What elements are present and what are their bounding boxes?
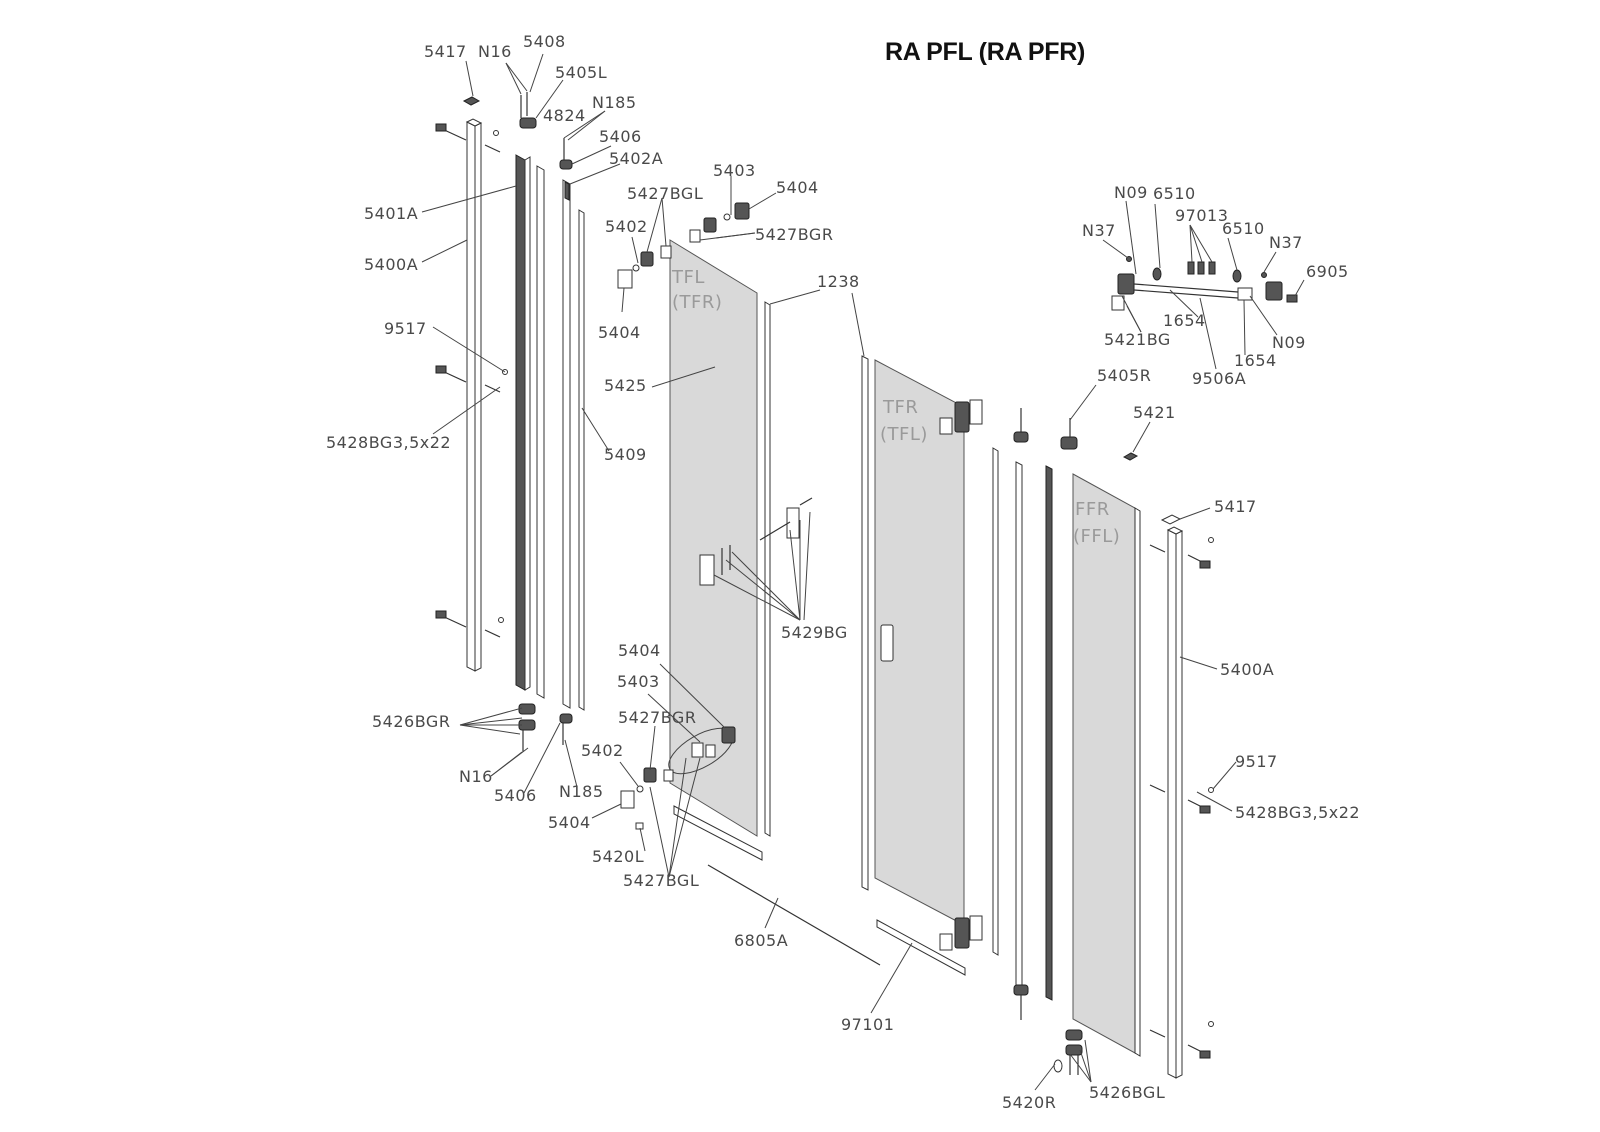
bottom-seal-left bbox=[673, 805, 763, 861]
seal-1238-left bbox=[764, 301, 771, 837]
stabilizer-bar-assembly bbox=[1111, 256, 1298, 311]
part-label: 5421 bbox=[1133, 403, 1176, 422]
hinge-5406-top bbox=[559, 138, 573, 170]
top-hinge-5405l bbox=[519, 92, 537, 129]
profile-right-2 bbox=[1015, 461, 1023, 991]
part-label: 5426BGL bbox=[1089, 1083, 1165, 1102]
part-label: 5402A bbox=[609, 149, 663, 168]
rod-6805a bbox=[707, 864, 881, 966]
part-label: 5404 bbox=[598, 323, 641, 342]
seal-4824 bbox=[536, 165, 545, 699]
part-label: N37 bbox=[1082, 221, 1116, 240]
pane-label-ffr-alt: (FFL) bbox=[1073, 526, 1120, 547]
part-label: 5406 bbox=[599, 127, 642, 146]
bottom-hinge-left bbox=[518, 703, 573, 752]
part-label: 5427BGR bbox=[618, 708, 696, 727]
part-label: 5421BG bbox=[1104, 330, 1171, 349]
diagram-title: RA PFL (RA PFR) bbox=[884, 38, 1086, 66]
part-label: 5420R bbox=[1002, 1093, 1056, 1112]
part-label: 5405L bbox=[555, 63, 607, 82]
part-label: 4824 bbox=[543, 106, 586, 125]
end-cap-5417-left bbox=[462, 96, 481, 106]
part-label: 5420L bbox=[592, 847, 644, 866]
top-clamps bbox=[617, 202, 750, 289]
door-seal-1238 bbox=[861, 355, 869, 891]
part-label: 1654 bbox=[1163, 311, 1206, 330]
part-label: 5408 bbox=[523, 32, 566, 51]
part-label: 9506A bbox=[1192, 369, 1246, 388]
part-label: N09 bbox=[1114, 183, 1148, 202]
part-label: 5425 bbox=[604, 376, 647, 395]
part-5421-small bbox=[1122, 452, 1139, 461]
profile-5402a bbox=[562, 179, 571, 709]
part-label: 5404 bbox=[618, 641, 661, 660]
end-cap-5417-right bbox=[1160, 514, 1182, 525]
profile-right-1 bbox=[992, 447, 999, 956]
part-label: N37 bbox=[1269, 233, 1303, 252]
part-label: N16 bbox=[478, 42, 512, 61]
part-label: 6905 bbox=[1306, 262, 1349, 281]
fixed-glass-panel-right bbox=[1072, 473, 1136, 1054]
part-label: 5428BG3,5x22 bbox=[326, 433, 451, 452]
bottom-clamp-group bbox=[620, 726, 736, 830]
door-handle bbox=[880, 624, 894, 662]
part-label: 5417 bbox=[1214, 497, 1257, 516]
part-label: 5404 bbox=[548, 813, 591, 832]
part-label: 6805A bbox=[734, 931, 788, 950]
profile-5401a bbox=[515, 154, 531, 691]
pane-label-tfl: TFL bbox=[671, 267, 705, 288]
part-label: 9517 bbox=[1235, 752, 1278, 771]
part-label: 9517 bbox=[384, 319, 427, 338]
part-label: 5409 bbox=[604, 445, 647, 464]
part-label: 97101 bbox=[841, 1015, 894, 1034]
pane-label-ffr: FFR bbox=[1075, 499, 1110, 520]
part-label: 1654 bbox=[1234, 351, 1277, 370]
left-wall-screws bbox=[435, 123, 508, 638]
part-label: 5402 bbox=[581, 741, 624, 760]
leader-lines bbox=[421, 53, 1305, 1091]
pane-label-tfr: TFR bbox=[882, 397, 918, 418]
part-label: 5406 bbox=[494, 786, 537, 805]
part-labels: 5417 N16 5408 5405L 4824 N185 5406 5402A… bbox=[326, 32, 1360, 1112]
right-hinges bbox=[1013, 408, 1078, 1020]
part-label: 5427BGL bbox=[627, 184, 703, 203]
part-label: 6510 bbox=[1222, 219, 1265, 238]
part-label: 6510 bbox=[1153, 184, 1196, 203]
profile-5409 bbox=[578, 209, 585, 711]
part-label: 5427BGL bbox=[623, 871, 699, 890]
part-label: 5404 bbox=[776, 178, 819, 197]
part-label: 5402 bbox=[605, 217, 648, 236]
right-wall-screws bbox=[1149, 537, 1214, 1059]
door-hinges bbox=[939, 399, 983, 951]
right-wall-profile bbox=[1166, 526, 1184, 1079]
part-label: 5405R bbox=[1097, 366, 1151, 385]
part-label: 5428BG3,5x22 bbox=[1235, 803, 1360, 822]
part-label: N09 bbox=[1272, 333, 1306, 352]
bottom-hinge-right bbox=[1053, 1029, 1083, 1075]
part-label: 5427BGR bbox=[755, 225, 833, 244]
part-label: 5403 bbox=[617, 672, 660, 691]
part-label: 5400A bbox=[1220, 660, 1274, 679]
glass-panel-5425 bbox=[669, 239, 758, 837]
left-wall-profile bbox=[465, 118, 483, 672]
bottom-seal-97101 bbox=[876, 919, 966, 976]
pane-label-tfl-alt: (TFR) bbox=[672, 292, 722, 313]
part-label: N185 bbox=[559, 782, 604, 801]
part-label: 5426BGR bbox=[372, 712, 450, 731]
part-label: 5400A bbox=[364, 255, 418, 274]
part-label: 5417 bbox=[424, 42, 467, 61]
part-label: 5429BG bbox=[781, 623, 848, 642]
profile-right-4 bbox=[1134, 507, 1141, 1057]
part-label: 1238 bbox=[817, 272, 860, 291]
part-label: 97013 bbox=[1175, 206, 1228, 225]
part-label: 5403 bbox=[713, 161, 756, 180]
part-label: N16 bbox=[459, 767, 493, 786]
pane-label-tfr-alt: (TFL) bbox=[880, 424, 928, 445]
part-label: N185 bbox=[592, 93, 637, 112]
profile-right-3 bbox=[1045, 465, 1053, 1001]
part-label: 5401A bbox=[364, 204, 418, 223]
